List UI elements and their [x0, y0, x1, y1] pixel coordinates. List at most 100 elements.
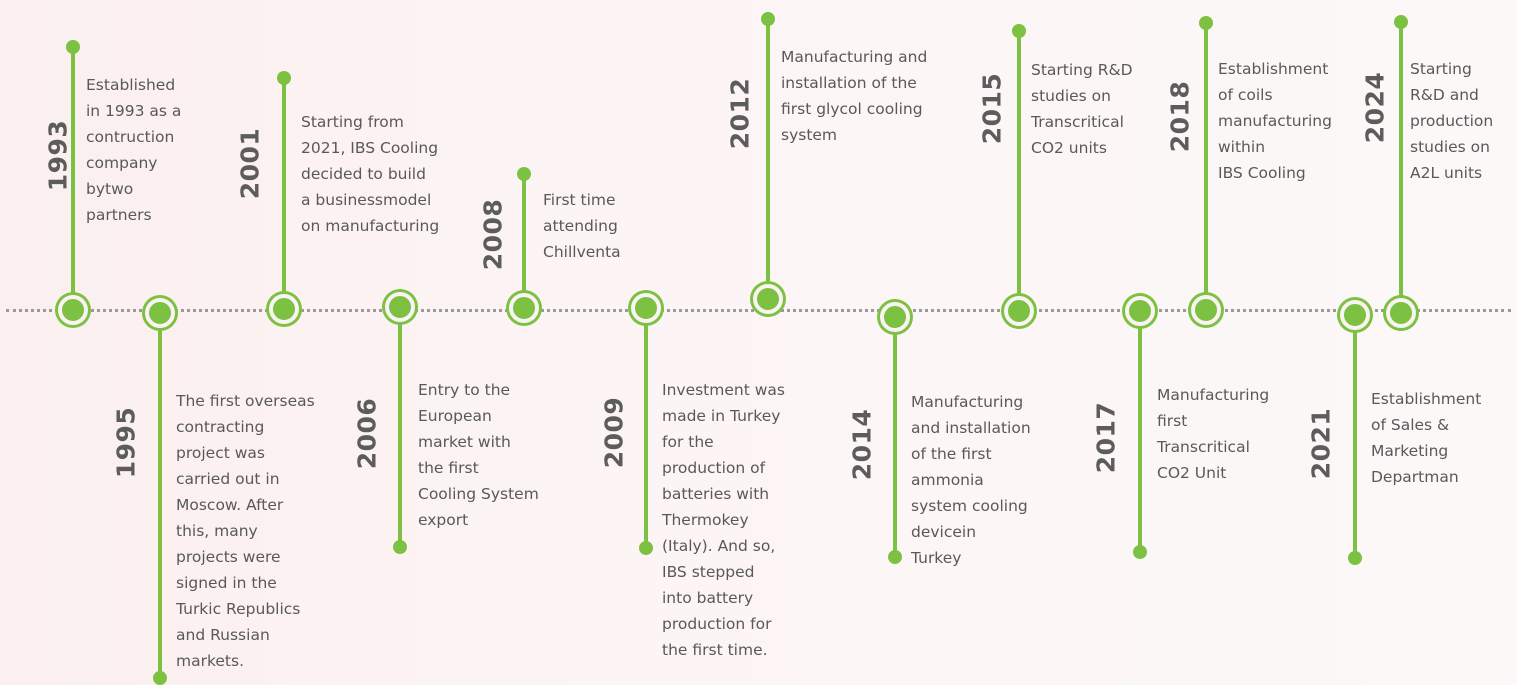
event-description-line: IBS stepped	[662, 563, 755, 581]
timeline-node-2018	[1191, 295, 1221, 325]
year-label-2012: 2012	[725, 77, 755, 149]
event-description-line: production	[1410, 112, 1494, 130]
event-description-line: for the	[662, 433, 714, 451]
year-label-2001: 2001	[235, 127, 265, 199]
event-description-line: the first	[418, 459, 479, 477]
timeline-node-2012	[753, 284, 783, 314]
event-description-line: R&D and	[1410, 86, 1479, 104]
event-description-line: manufacturing	[1218, 112, 1332, 130]
year-label-2017: 2017	[1091, 401, 1121, 473]
timeline-end-dot-2017	[1133, 545, 1147, 559]
event-description-line: A2L units	[1410, 164, 1483, 182]
timeline-node-2008	[509, 293, 539, 323]
event-description-line: Moscow. After	[176, 496, 284, 514]
timeline-node-2017	[1125, 296, 1155, 326]
timeline-end-dot-2008	[517, 167, 531, 181]
year-label-2008: 2008	[478, 198, 508, 270]
event-description-line: company	[86, 154, 158, 172]
year-label-1995: 1995	[111, 406, 141, 478]
timeline-end-dot-2009	[639, 541, 653, 555]
event-description-line: First time	[543, 191, 616, 209]
event-description-line: The first overseas	[176, 392, 315, 410]
timeline-stem-1995	[158, 313, 162, 678]
timeline-node-1995	[145, 298, 175, 328]
timeline-end-dot-2018	[1199, 16, 1213, 30]
timeline-end-dot-1995	[153, 671, 167, 685]
event-description-line: of coils	[1218, 86, 1273, 104]
event-description-line: markets.	[176, 652, 245, 670]
event-description-line: Turkic Republics	[176, 600, 301, 618]
timeline-stem-2001	[282, 78, 286, 309]
timeline-end-dot-2001	[277, 71, 291, 85]
event-description-line: Chillventa	[543, 243, 621, 261]
timeline-end-dot-2021	[1348, 551, 1362, 565]
event-description-line: contracting	[176, 418, 265, 436]
timeline-end-dot-2006	[393, 540, 407, 554]
event-description-line: Transcritical	[1031, 113, 1124, 131]
timeline-end-dot-2014	[888, 550, 902, 564]
event-description-line: CO2 Unit	[1157, 464, 1227, 482]
event-description-line: attending	[543, 217, 618, 235]
timeline-end-dot-1993	[66, 40, 80, 54]
event-description-line: ammonia	[911, 471, 984, 489]
timeline-stem-2015	[1017, 31, 1021, 311]
timeline-node-2006	[385, 292, 415, 322]
event-description-line: European	[418, 407, 492, 425]
event-description-line: projects were	[176, 548, 281, 566]
event-description-line: 2021, IBS Cooling	[301, 139, 439, 157]
event-description-line: Cooling System	[418, 485, 539, 503]
timeline-node-2009	[631, 293, 661, 323]
event-description-2018: Establishment of coils manufacturing within…	[1218, 56, 1332, 186]
event-description-1995: The first overseas contracting project was…	[176, 388, 315, 674]
timeline-stem-2012	[766, 19, 770, 299]
event-description-line: production of	[662, 459, 766, 477]
year-label-2015: 2015	[977, 72, 1007, 144]
event-description-line: carried out in	[176, 470, 280, 488]
event-description-line: project was	[176, 444, 265, 462]
event-description-line: decided to build	[301, 165, 426, 183]
event-description-line: Manufacturing and	[781, 48, 928, 66]
year-label-2009: 2009	[599, 396, 629, 468]
event-description-line: production for	[662, 615, 772, 633]
timeline-end-dot-2024	[1394, 15, 1408, 29]
event-description-line: within	[1218, 138, 1266, 156]
event-description-line: signed in the	[176, 574, 277, 592]
year-label-2006: 2006	[352, 397, 382, 469]
timeline-stem-2008	[522, 174, 526, 308]
event-description-line: batteries with	[662, 485, 770, 503]
timeline-end-dot-2012	[761, 12, 775, 26]
event-description-line: Manufacturing	[1157, 386, 1270, 404]
event-description-line: Establishment	[1218, 60, 1329, 78]
timeline-node-2001	[269, 294, 299, 324]
event-description-line: and Russian	[176, 626, 270, 644]
event-description-line: and installation	[911, 419, 1031, 437]
timeline-stem-2017	[1138, 311, 1142, 552]
year-label-2018: 2018	[1165, 80, 1195, 152]
event-description-line: first glycol cooling	[781, 100, 923, 118]
year-label-1993: 1993	[43, 119, 73, 191]
event-description-line: Departman	[1371, 468, 1459, 486]
event-description-line: studies on	[1410, 138, 1490, 156]
timeline-stem-1993	[71, 47, 75, 310]
event-description-line: contruction	[86, 128, 175, 146]
event-description-line: Transcritical	[1157, 438, 1250, 456]
year-label-2024: 2024	[1360, 71, 1390, 143]
event-description-line: Establishment	[1371, 390, 1482, 408]
event-description-line: (Italy). And so,	[662, 537, 776, 555]
event-description-line: Marketing	[1371, 442, 1449, 460]
event-description-line: Starting R&D	[1031, 61, 1133, 79]
event-description-line: of Sales &	[1371, 416, 1450, 434]
timeline-stem-2024	[1399, 22, 1403, 313]
event-description-line: bytwo	[86, 180, 134, 198]
event-description-line: export	[418, 511, 469, 529]
event-description-line: CO2 units	[1031, 139, 1107, 157]
event-description-line: Turkey	[911, 549, 962, 567]
event-description-line: in 1993 as a	[86, 102, 182, 120]
